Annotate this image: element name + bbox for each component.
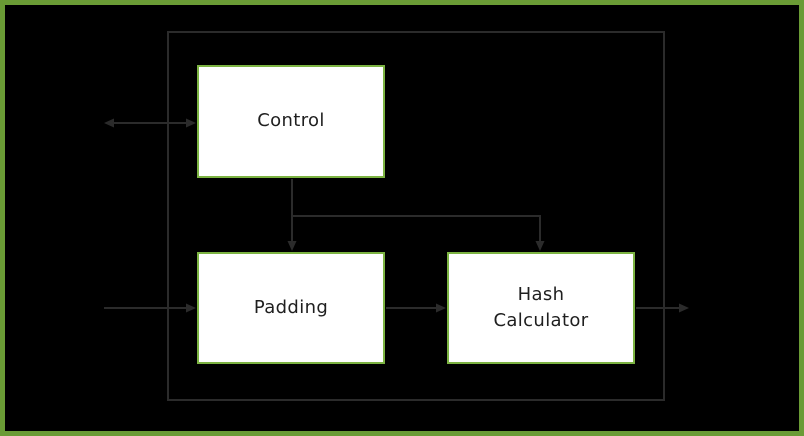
- hash-calculator-node-label: Hash Calculator: [493, 283, 589, 331]
- control-node: Control: [197, 65, 385, 178]
- arrowhead-left: [104, 118, 114, 128]
- padding-node-label: Padding: [253, 296, 329, 318]
- padding-node: Padding: [197, 252, 385, 364]
- hash-calculator-node: Hash Calculator: [447, 252, 635, 364]
- arrowhead-right: [679, 303, 689, 313]
- system-boundary: [167, 31, 665, 401]
- control-node-label: Control: [257, 110, 325, 132]
